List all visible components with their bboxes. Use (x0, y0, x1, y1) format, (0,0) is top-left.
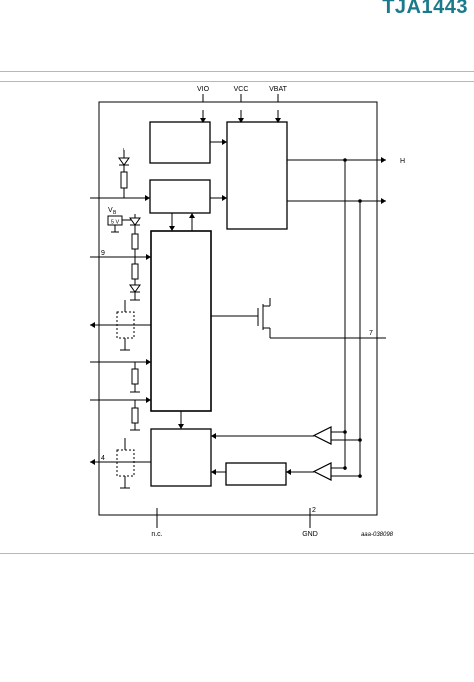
arrow-pin4-icon (90, 459, 95, 465)
junction-2 (358, 199, 362, 203)
block-bottom-left (150, 428, 212, 487)
vbat-arrow-icon (275, 118, 281, 123)
junction-5 (343, 466, 347, 470)
block-control-logic (150, 230, 212, 412)
arrow-out-3-icon (90, 322, 95, 328)
pin-label-2: 2 (312, 507, 316, 514)
vb-subscript: B (113, 210, 117, 216)
top-tick-label: I (123, 148, 124, 154)
vcc-arrow-icon (238, 118, 244, 123)
arrow-canh-icon (381, 157, 386, 163)
arrow-in-4-icon (146, 359, 151, 365)
arrow-comp2-icon (286, 469, 291, 475)
pin-label-9: 9 (101, 250, 105, 257)
resistor-4 (131, 368, 139, 385)
junction-1 (343, 158, 347, 162)
nc-label: n.c. (151, 531, 162, 538)
arrow-in-5-icon (146, 397, 151, 403)
junction-3 (343, 430, 347, 434)
arrow-canl-icon (381, 198, 386, 204)
figure-id: aaa-038098 (361, 532, 394, 538)
pin-label-7: 7 (369, 330, 373, 337)
comparator-2-icon (312, 462, 332, 481)
arrow-comp1-icon (211, 433, 216, 439)
arrow-v3-icon (178, 424, 184, 429)
five-volt-label: 5 V (111, 220, 120, 226)
vio-arrow-icon (200, 118, 206, 123)
arrow-in-1-icon (145, 195, 150, 201)
block-top-left (149, 121, 211, 164)
arrow-link-top-icon (222, 139, 227, 145)
header-rule-bottom (0, 81, 474, 82)
resistor-5 (131, 407, 139, 424)
arrow-v2-icon (189, 213, 195, 218)
pin-label-vcc: VCC (234, 86, 249, 93)
arrow-v1-icon (169, 226, 175, 231)
block-bottom-mid (225, 462, 287, 486)
block-transmitter (226, 121, 288, 230)
transistor-bottom-box (116, 449, 135, 477)
arrow-mid-icon (211, 469, 216, 475)
diode-3-icon (129, 284, 141, 293)
block-mid-left (149, 179, 211, 214)
ic-outline-box (98, 101, 378, 516)
arrow-pin9-icon (146, 254, 151, 260)
junction-4 (358, 438, 362, 442)
junction-6 (358, 474, 362, 478)
pin-label-vio: VIO (197, 86, 210, 93)
resistor-2 (131, 233, 139, 250)
resistor-3 (131, 263, 139, 280)
pin-label-4: 4 (101, 455, 105, 462)
pin-label-vbat: VBAT (269, 86, 287, 93)
document-title: TJA1443 (382, 0, 468, 18)
pin-label-h: H (400, 158, 405, 165)
header-rule-top (0, 71, 474, 72)
arrow-link-mid-icon (222, 195, 227, 201)
resistor-1 (120, 171, 128, 189)
diode-1-icon (118, 157, 130, 166)
vb-label: V (108, 207, 113, 214)
gnd-label: GND (302, 531, 318, 538)
diode-2-icon (129, 217, 141, 226)
comparator-1-icon (312, 426, 332, 445)
footer-rule (0, 553, 474, 554)
